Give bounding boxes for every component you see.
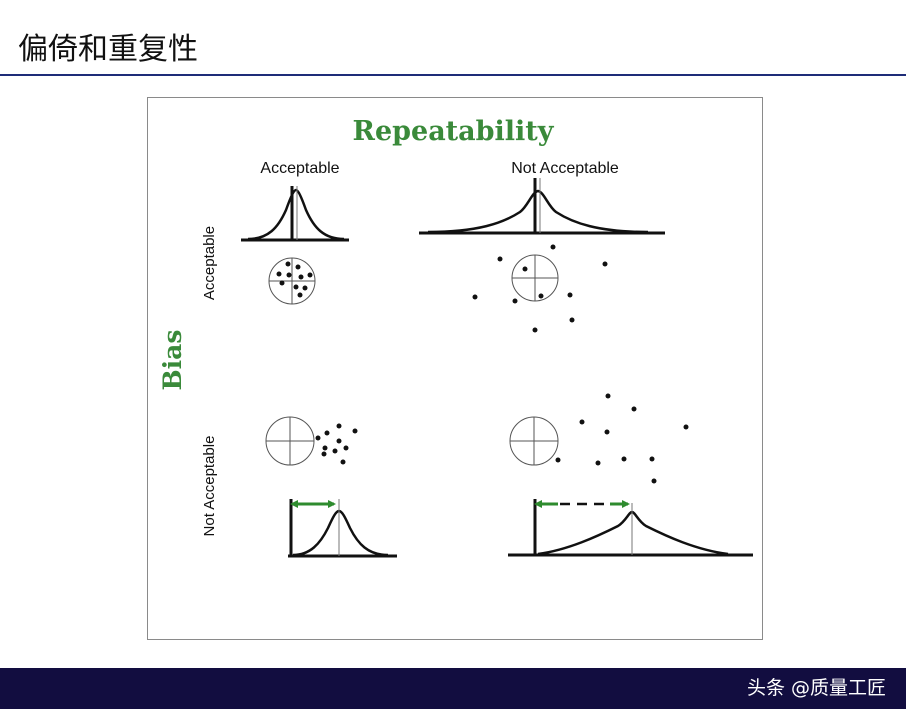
figure-title: Repeatability <box>353 116 555 147</box>
measurement-dot <box>315 435 321 441</box>
measurement-dot <box>538 293 544 299</box>
measurement-dot <box>297 292 303 298</box>
wide-distribution-curve <box>427 189 649 234</box>
measurement-dot <box>522 266 528 272</box>
watermark-text: 头条 @质量工匠 <box>746 677 886 699</box>
measurement-dot <box>321 451 327 457</box>
measurement-dot <box>336 438 342 444</box>
panel-acceptable-acceptable <box>241 186 349 305</box>
row-label-not-acceptable: Not Acceptable <box>201 436 218 537</box>
figure-canvas: Repeatability Acceptable Not Acceptable … <box>158 116 753 558</box>
measurement-dot <box>621 456 627 462</box>
measurement-dot <box>604 429 610 435</box>
measurement-dot <box>298 274 304 280</box>
measurement-dot <box>497 256 503 262</box>
panel-not-acceptable-acceptable <box>419 178 665 333</box>
measurement-dot <box>352 428 358 434</box>
bias-axis-label: Bias <box>158 330 187 391</box>
shifted-distribution-curve <box>292 509 389 557</box>
row-label-acceptable: Acceptable <box>201 226 218 300</box>
measurement-dot <box>472 294 478 300</box>
measurement-dot <box>512 298 518 304</box>
measurement-dot <box>631 406 637 412</box>
measurement-dot <box>286 272 292 278</box>
measurement-dot <box>279 280 285 286</box>
measurement-dot <box>340 459 346 465</box>
measurement-dot <box>595 460 601 466</box>
measurement-dot <box>649 456 655 462</box>
measurement-dot <box>555 457 561 463</box>
column-label-not-acceptable: Not Acceptable <box>511 160 619 177</box>
measurement-dot <box>332 448 338 454</box>
measurement-dot <box>307 272 313 278</box>
bias-repeatability-figure: Repeatability Acceptable Not Acceptable … <box>147 97 763 640</box>
measurement-dot <box>550 244 556 250</box>
narrow-distribution-curve <box>247 188 345 241</box>
measurement-dot <box>293 284 299 290</box>
measurement-dot <box>302 285 308 291</box>
measurement-dot <box>295 264 301 270</box>
measurement-dot <box>322 445 328 451</box>
shifted-wide-distribution-curve <box>537 510 729 556</box>
measurement-dot <box>336 423 342 429</box>
measurement-dot <box>605 393 611 399</box>
measurement-dot <box>569 317 575 323</box>
footer-band: 头条 @质量工匠 <box>0 668 906 709</box>
panel-not-acceptable-not-acceptable <box>508 393 753 557</box>
measurement-dot <box>285 261 291 267</box>
measurement-dot <box>532 327 538 333</box>
measurement-dot <box>602 261 608 267</box>
panel-acceptable-not-acceptable <box>265 416 397 558</box>
measurement-dot <box>343 445 349 451</box>
measurement-dot <box>324 430 330 436</box>
measurement-dot <box>579 419 585 425</box>
measurement-dot <box>651 478 657 484</box>
measurement-dot <box>276 271 282 277</box>
slide-title: 偏倚和重复性 <box>18 32 198 67</box>
column-label-acceptable: Acceptable <box>260 160 339 177</box>
title-divider <box>0 74 906 76</box>
measurement-dot <box>567 292 573 298</box>
measurement-dot <box>683 424 689 430</box>
